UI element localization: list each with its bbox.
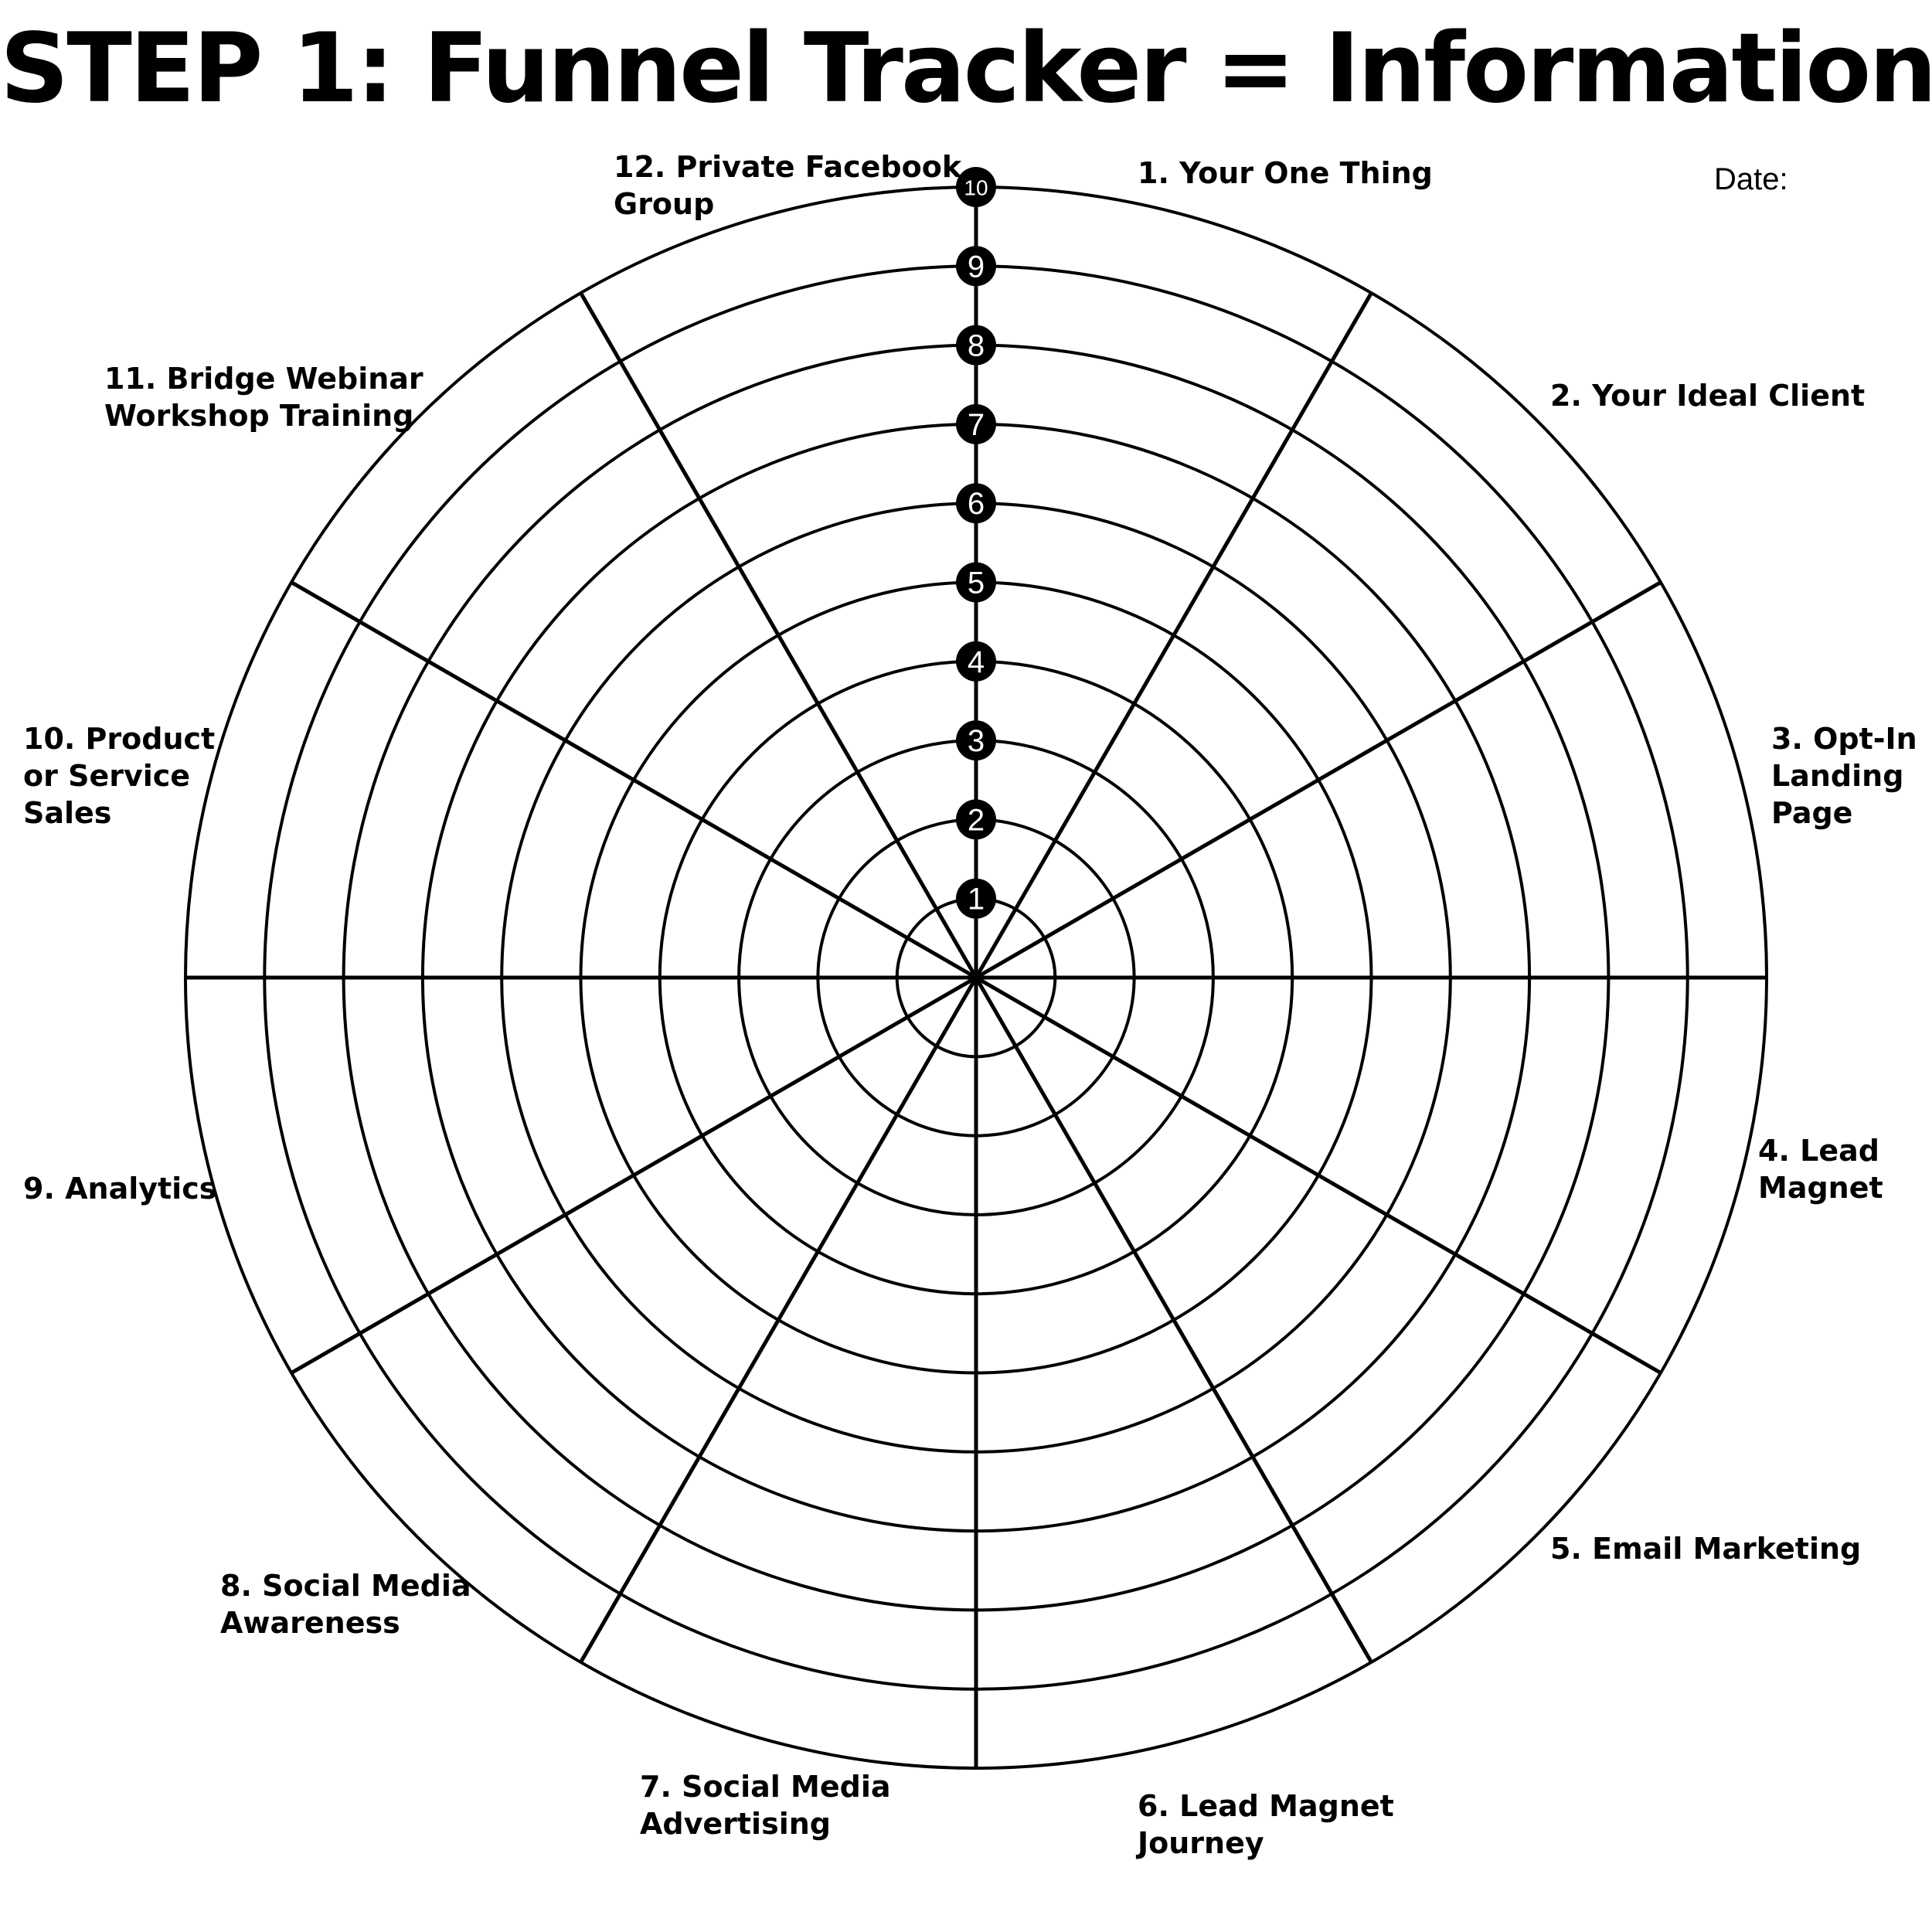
scale-marker-label: 3 (968, 724, 985, 758)
scale-marker-dot (956, 483, 996, 524)
segment-divider-9 (290, 975, 978, 1375)
segment-label-lead-magnet-journey: 6. Lead Magnet Journey (1138, 1789, 1394, 1860)
segment-label-analytics: 9. Analytics (23, 1172, 217, 1206)
segment-divider-8 (579, 976, 978, 1664)
scale-marker-1: 1 (956, 878, 996, 919)
scale-marker-label: 6 (968, 487, 985, 521)
scale-marker-dot (956, 562, 996, 603)
segment-label-social-media-awareness: 8. Social Media Awareness (220, 1569, 471, 1640)
segment-label-social-media-advertising: 7. Social Media Advertising (640, 1770, 891, 1841)
scale-marker-2: 2 (956, 799, 996, 840)
segment-divider-2 (974, 291, 1373, 979)
segment-label-opt-in-landing-page: 3. Opt-In Landing Page (1771, 722, 1917, 830)
scale-marker-label: 1 (968, 883, 985, 917)
scale-marker-dot (956, 246, 996, 287)
scale-marker-label: 2 (968, 803, 985, 837)
segment-label-your-ideal-client: 2. Your Ideal Client (1550, 379, 1866, 413)
scale-marker-label: 10 (964, 176, 988, 200)
segment-label-lead-magnet: 4. Lead Magnet (1758, 1134, 1883, 1205)
scale-marker-label: 8 (968, 329, 985, 363)
scale-marker-label: 4 (968, 645, 985, 679)
scale-marker-9: 9 (956, 246, 996, 287)
segment-label-product-or-service-sales: 10. Product or Service Sales (23, 722, 216, 830)
scale-marker-6: 6 (956, 483, 996, 524)
segment-divider-12 (579, 291, 978, 979)
scale-marker-dot (956, 878, 996, 919)
segment-divider-6 (974, 976, 1373, 1664)
scale-marker-dot (956, 799, 996, 840)
scale-marker-4: 4 (956, 641, 996, 682)
page-title: STEP 1: Funnel Tracker = Information (0, 13, 1932, 124)
date-label: Date: (1714, 162, 1788, 196)
segment-label-private-facebook-group: 12. Private Facebook Group (614, 150, 962, 221)
scale-marker-8: 8 (956, 325, 996, 366)
scale-marker-7: 7 (956, 403, 996, 444)
segment-dividers (185, 187, 1767, 1768)
segment-divider-11 (290, 580, 978, 980)
scale-marker-label: 9 (968, 250, 985, 284)
scale-marker-dot (956, 167, 996, 207)
segment-label-email-marketing: 5. Email Marketing (1550, 1532, 1862, 1566)
scale-marker-10: 10 (956, 167, 996, 207)
scale-marker-dot (956, 720, 996, 761)
scale-marker-3: 3 (956, 720, 996, 761)
scale-marker-label: 5 (968, 566, 985, 600)
scale-marker-dot (956, 641, 996, 682)
scale-marker-dot (956, 403, 996, 444)
scale-marker-dot (956, 325, 996, 366)
segment-label-bridge-webinar-workshop-training: 11. Bridge Webinar Workshop Training (104, 362, 423, 433)
segment-divider-5 (975, 975, 1662, 1375)
scale-markers: 1 2 3 4 5 6 7 8 9 10 (956, 167, 996, 919)
segment-divider-3 (975, 580, 1662, 980)
scale-marker-label: 7 (968, 408, 985, 442)
segment-label-your-one-thing: 1. Your One Thing (1138, 156, 1433, 190)
scale-marker-5: 5 (956, 562, 996, 603)
